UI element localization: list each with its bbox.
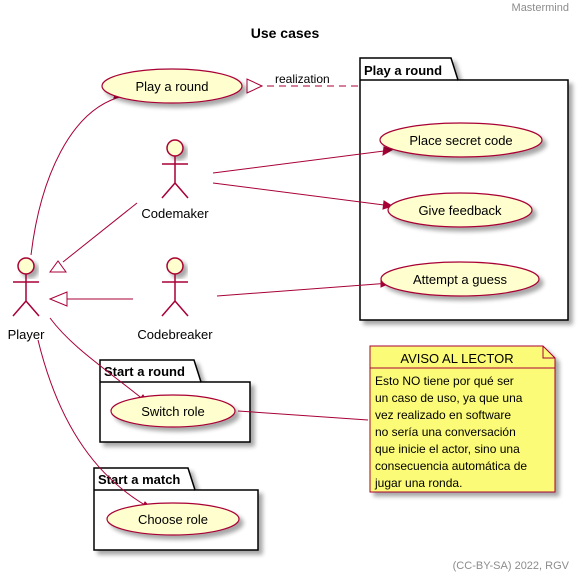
codemaker-to-give-feedback-line (212, 182, 393, 207)
actor-codemaker[interactable] (161, 139, 189, 199)
reader-note: AVISO AL LECTOR Esto NO tiene por qué se… (369, 345, 556, 493)
usecase-choose-role-label: Choose role (138, 512, 208, 527)
footer-text: (CC-BY-SA) 2022, RGV (453, 560, 570, 572)
actor-codebreaker-head (166, 257, 184, 275)
note-line: un caso de uso, ya que una (375, 391, 523, 405)
player-to-play-round-line (30, 95, 125, 256)
arrowhead (382, 146, 394, 156)
usecase-switch-role-label: Switch role (141, 404, 205, 419)
actor-codemaker-body (161, 156, 189, 199)
arrowheads (113, 91, 394, 510)
codemaker-generalization-line (62, 202, 138, 263)
codemaker-to-place-secret-line (212, 149, 393, 174)
note-line: consecuencia automática de (375, 459, 527, 473)
note-title: AVISO AL LECTOR (400, 351, 513, 366)
usecase-play-round-label: Play a round (136, 79, 209, 94)
diagram-title: Use cases (251, 25, 320, 41)
switch-role-to-note-line (237, 410, 369, 421)
package-start-round-title: Start a round (104, 364, 185, 379)
realization-arrowhead (246, 78, 264, 94)
package-play-round: Play a round (359, 57, 569, 321)
package-start-match-title: Start a match (98, 472, 180, 487)
actor-player[interactable] (12, 257, 40, 317)
codemaker-generalization-arrowhead (49, 260, 67, 273)
note-line: que inicie el actor, sino una (375, 442, 520, 456)
usecase-play-round[interactable] (101, 68, 243, 104)
use-cases (101, 68, 543, 536)
usecase-place-secret-code[interactable] (379, 122, 543, 158)
actor-codebreaker-label: Codebreaker (137, 327, 213, 342)
header-text: Mastermind (512, 2, 569, 14)
note-line: vez realizado en software (375, 408, 511, 422)
usecase-give-feedback[interactable] (387, 192, 533, 228)
note-line: Esto NO tiene por qué ser (375, 374, 514, 388)
actor-codemaker-label: Codemaker (141, 206, 209, 221)
usecase-attempt-guess-label: Attempt a guess (413, 272, 507, 287)
arrowhead (382, 200, 394, 210)
use-case-labels: Play a round Place secret code Give feed… (136, 79, 513, 527)
actor-codemaker-head (166, 139, 184, 157)
actor-codebreaker[interactable] (161, 257, 189, 317)
note-line: jugar una ronda. (374, 476, 462, 490)
usecase-give-feedback-label: Give feedback (418, 203, 502, 218)
usecase-attempt-guess[interactable] (380, 261, 540, 297)
realization-label: realization (275, 72, 330, 86)
player-to-choose-role-line (37, 339, 151, 509)
usecase-place-secret-label: Place secret code (409, 133, 512, 148)
actor-player-body (12, 274, 40, 317)
usecase-choose-role[interactable] (106, 502, 240, 536)
player-to-switch-role-line (49, 317, 145, 401)
actor-codebreaker-body (161, 274, 189, 317)
package-play-round-title: Play a round (364, 63, 442, 78)
codebreaker-to-attempt-guess-line (216, 282, 391, 297)
relations (30, 78, 393, 509)
actor-player-label: Player (8, 327, 46, 342)
note-line: no sería una conversación (375, 425, 516, 439)
codebreaker-generalization-arrowhead (48, 291, 68, 307)
usecase-switch-role[interactable] (110, 394, 236, 428)
actor-player-head (17, 257, 35, 275)
